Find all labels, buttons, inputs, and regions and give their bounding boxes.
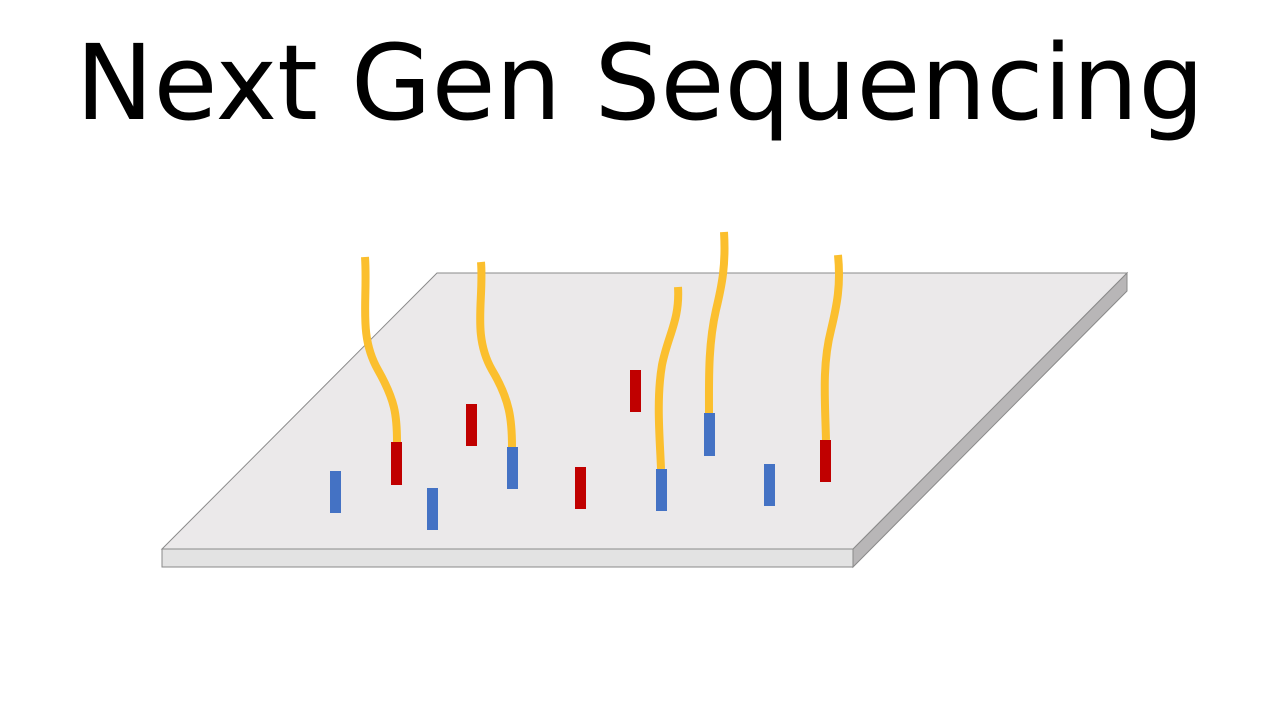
attached-strand-1 (361, 256, 402, 485)
free-primer-blue (427, 488, 438, 530)
anchor-primer-red (820, 440, 831, 482)
free-primer-blue (330, 471, 341, 513)
dna-strand (704, 231, 729, 414)
attached-strands (361, 231, 844, 511)
anchor-primer-blue (507, 447, 518, 489)
dna-strand (654, 286, 683, 470)
attached-strand-3 (654, 286, 683, 511)
anchor-primer-red (391, 442, 402, 485)
anchor-primer-blue (656, 469, 667, 511)
attached-strand-4 (704, 231, 729, 456)
anchor-primer-blue (704, 413, 715, 456)
attached-strand-5 (820, 254, 844, 482)
attached-strand-2 (476, 261, 518, 489)
free-primer-blue (764, 464, 775, 506)
free-primer-red (466, 404, 477, 446)
free-primer-red (630, 370, 641, 412)
dna-strand (361, 256, 401, 443)
slide-front-face (161, 548, 854, 568)
dna-strand (820, 254, 844, 441)
flow-cell-slide (160, 271, 1129, 569)
free-primer-red (575, 467, 586, 509)
free-primers (330, 370, 775, 530)
slide-top-face (160, 272, 1129, 550)
page-title: Next Gen Sequencing (75, 22, 1205, 144)
dna-strand (476, 261, 516, 448)
